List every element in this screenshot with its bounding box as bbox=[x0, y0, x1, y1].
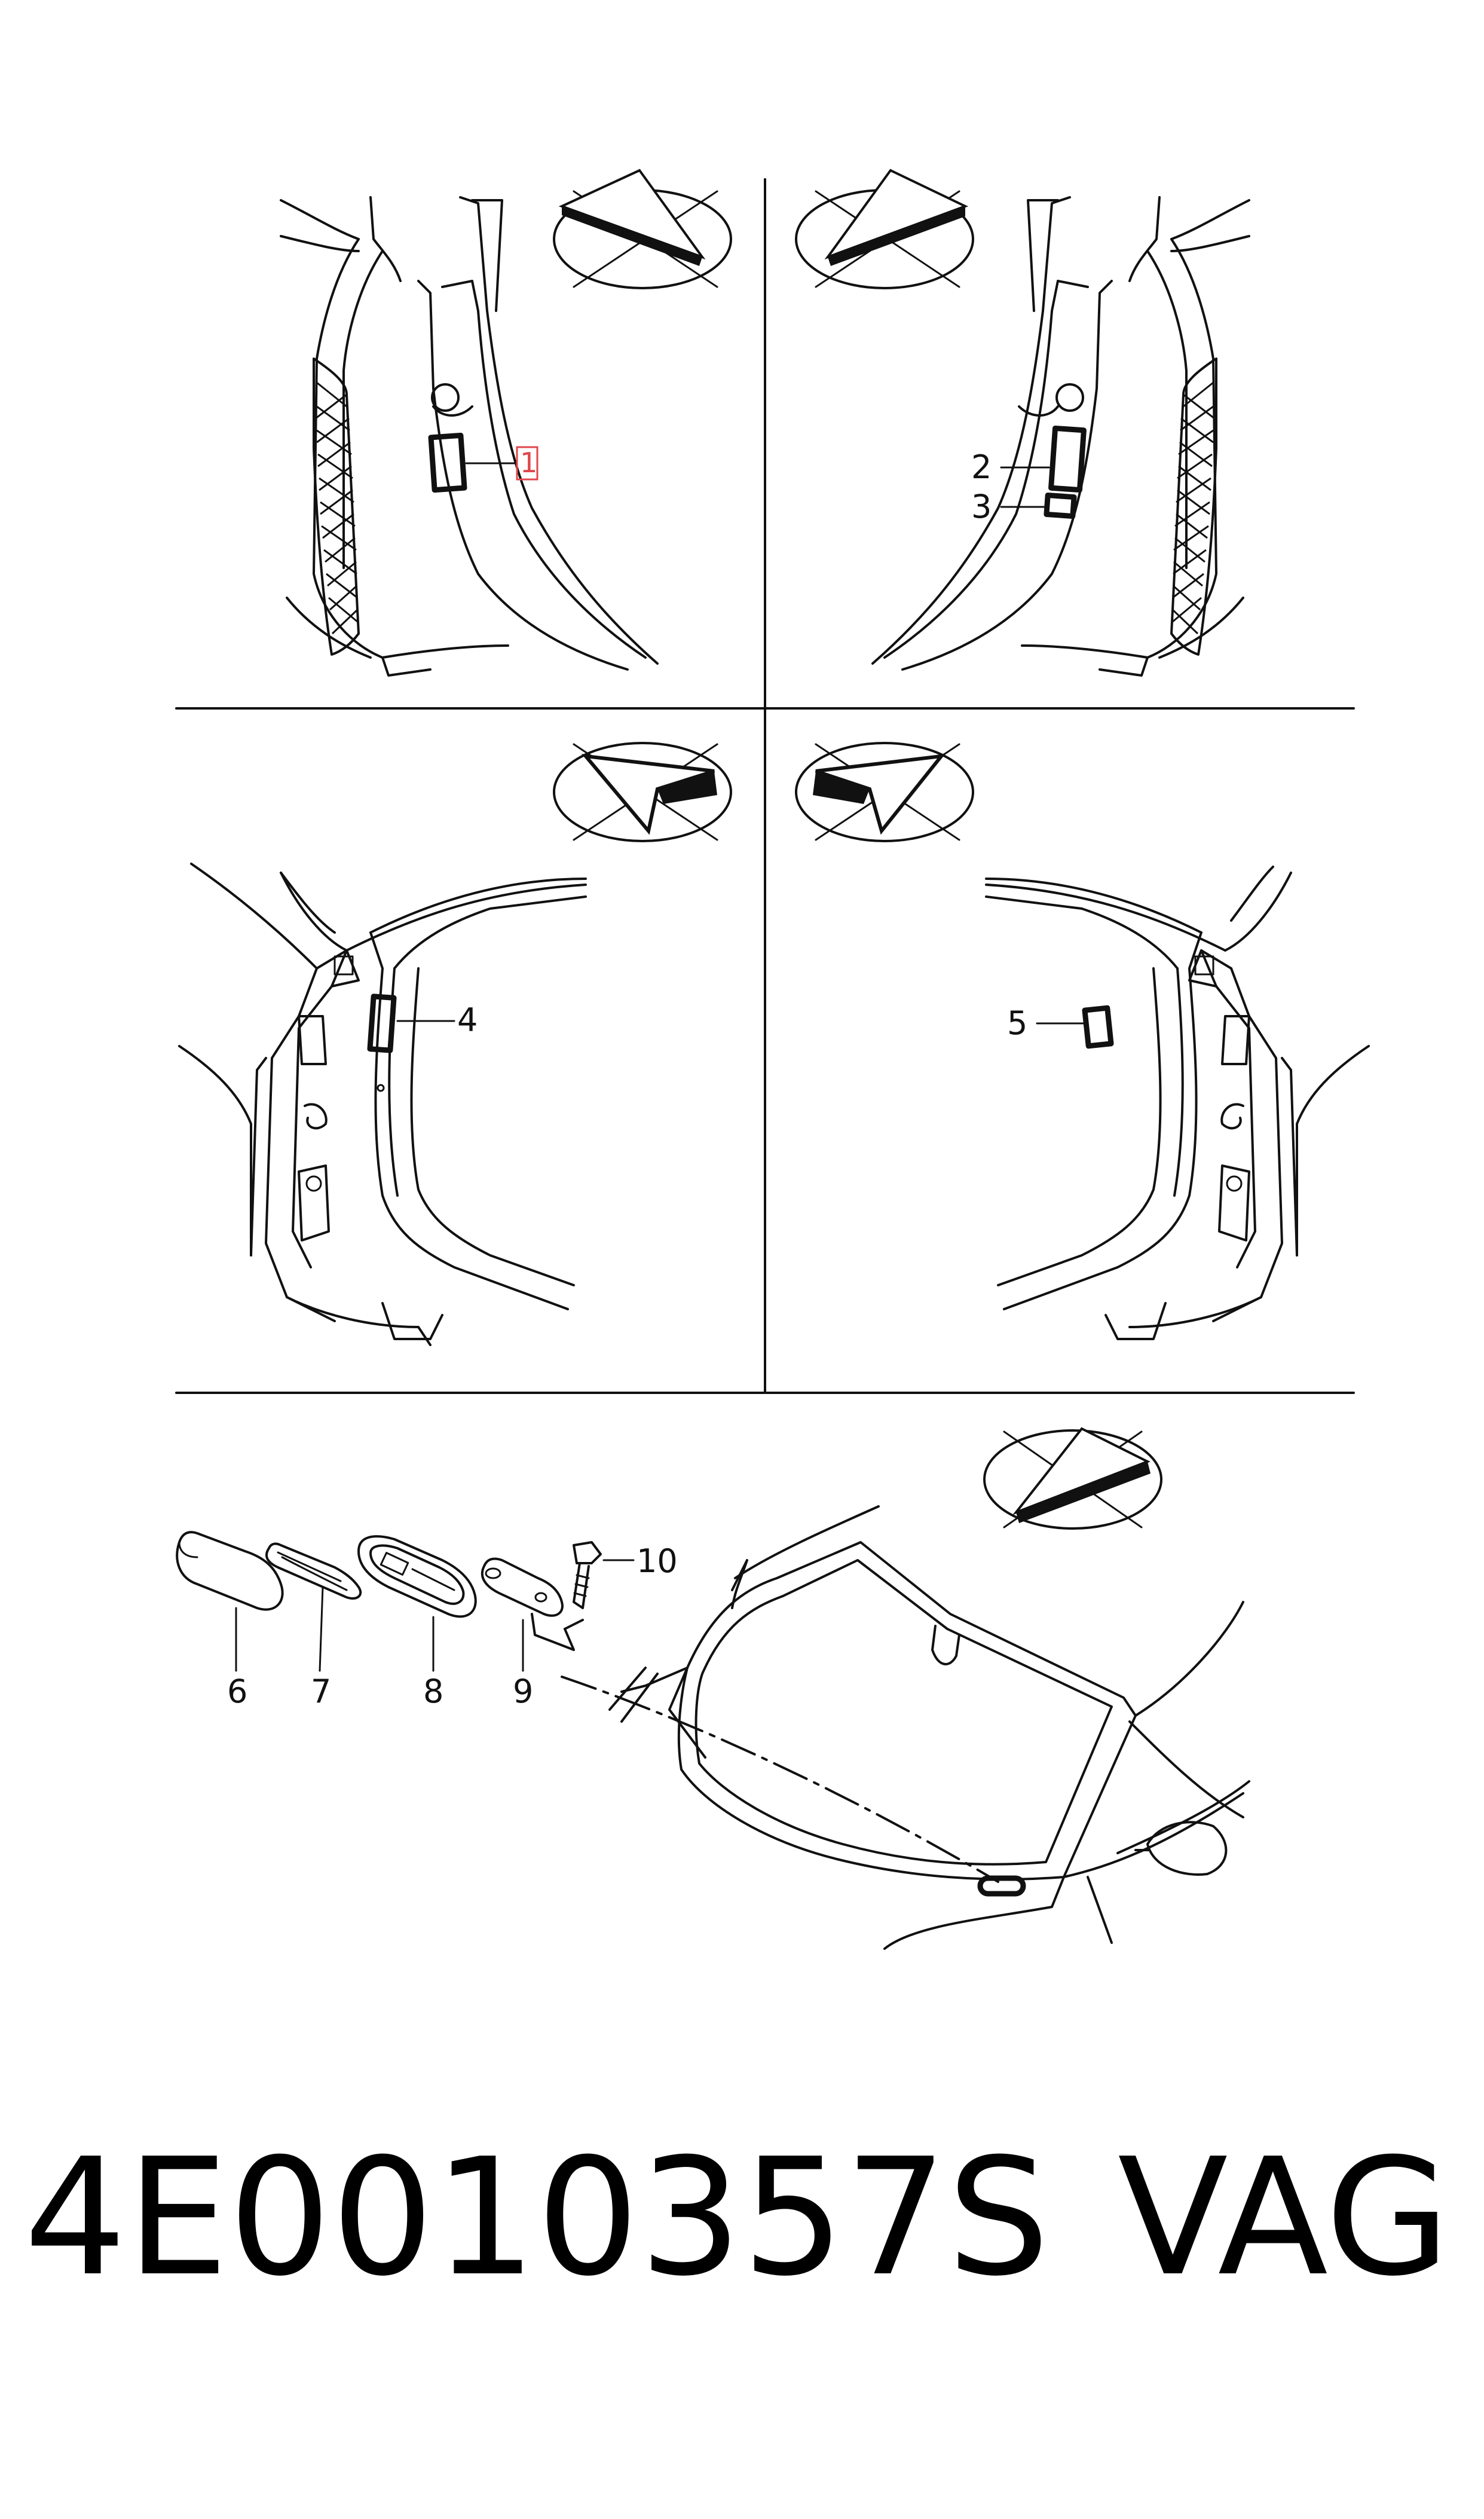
illustration-left-b-pillar bbox=[280, 196, 659, 677]
part-7-frame bbox=[265, 1542, 362, 1600]
part-10-screw bbox=[573, 1541, 602, 1609]
view-direction-icon-mid-left bbox=[553, 742, 732, 842]
panel-dividers bbox=[175, 178, 1355, 1394]
callout-5[interactable]: 5 bbox=[1007, 1004, 1027, 1042]
view-direction-icon-mid-right bbox=[795, 742, 974, 842]
callout-7[interactable]: 7 bbox=[311, 1673, 331, 1710]
callout-9[interactable]: 9 bbox=[513, 1673, 533, 1710]
view-direction-icon-bottom bbox=[983, 1427, 1162, 1530]
callout-6[interactable]: 6 bbox=[227, 1673, 247, 1710]
brand-label: VAG bbox=[1118, 2123, 1451, 2312]
callout-2[interactable]: 2 bbox=[971, 448, 992, 486]
view-direction-icon-top-right bbox=[795, 169, 974, 289]
part-6-badge-cover bbox=[176, 1531, 284, 1611]
illustration-right-door-frame bbox=[985, 866, 1370, 1340]
callout-1-highlight bbox=[516, 446, 538, 481]
badge-exploded-parts bbox=[176, 1531, 602, 1651]
illustration-left-door-frame bbox=[178, 863, 587, 1346]
illustration-windscreen bbox=[561, 1505, 1250, 1950]
callout-10[interactable]: 10 bbox=[637, 1542, 678, 1580]
part-number-label: 4E0010357S bbox=[24, 2123, 1050, 2312]
parts-diagram: 1 2 3 bbox=[175, 169, 1370, 1950]
callout-4[interactable]: 4 bbox=[457, 1001, 478, 1039]
view-direction-icon-top-left bbox=[553, 169, 732, 289]
callout-8[interactable]: 8 bbox=[423, 1673, 443, 1710]
part-8-bezel bbox=[357, 1535, 477, 1618]
grille-pattern bbox=[315, 381, 359, 635]
part-9-bracket bbox=[481, 1557, 584, 1651]
illustration-right-b-pillar bbox=[871, 196, 1250, 677]
grille-pattern bbox=[1171, 381, 1215, 635]
callout-1[interactable]: 1 bbox=[520, 447, 537, 479]
callout-3[interactable]: 3 bbox=[971, 488, 992, 525]
bottom-leader-lines bbox=[235, 1559, 635, 1672]
